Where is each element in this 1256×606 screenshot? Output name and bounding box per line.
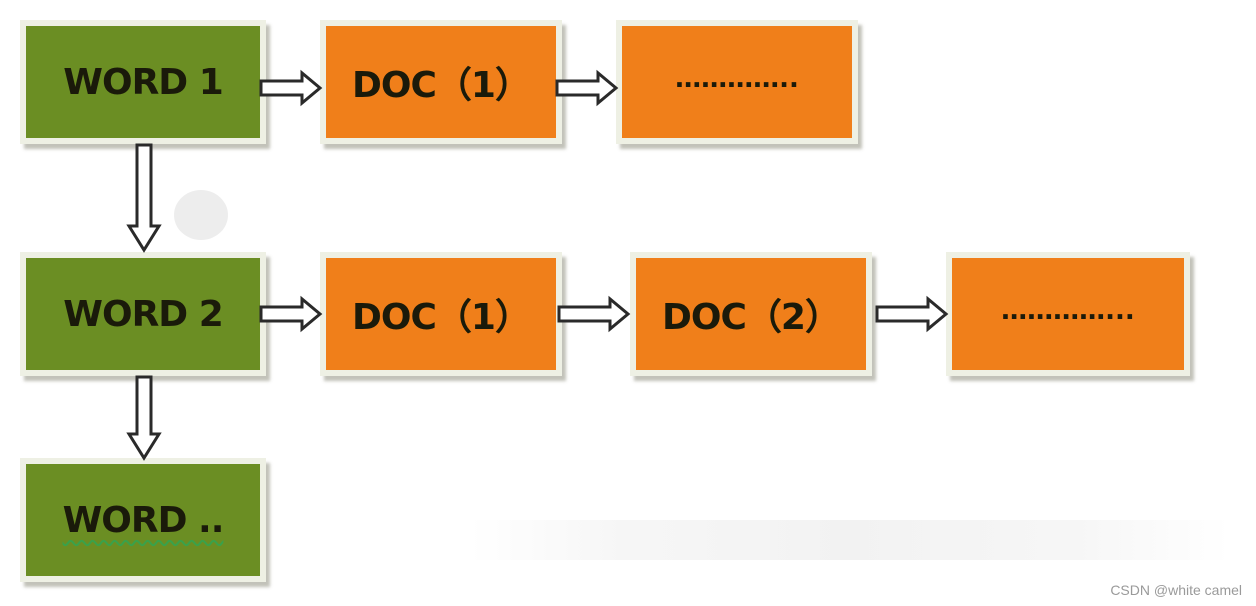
word-3-node: WORD .. bbox=[20, 458, 266, 582]
row1-doc-1-label: DOC（1） bbox=[352, 65, 531, 106]
arrow-word1-to-doc1-icon bbox=[259, 69, 323, 107]
watermark-credit: CSDN @white camel bbox=[1110, 582, 1242, 598]
row2-doc-2-label: DOC（2） bbox=[662, 297, 841, 338]
arrow-doc1-to-doc2-icon bbox=[557, 295, 631, 333]
word-3-label: WORD .. bbox=[62, 499, 225, 541]
word-2-node: WORD 2 bbox=[20, 252, 266, 376]
arrow-word2-to-word3-icon bbox=[126, 375, 162, 461]
arrow-doc2-to-ellipsis-icon bbox=[875, 295, 949, 333]
row1-doc-1-node: DOC（1） bbox=[320, 20, 562, 144]
row2-ellipsis-node: …………... bbox=[946, 252, 1190, 376]
word-1-label: WORD 1 bbox=[63, 61, 223, 103]
arrow-word1-to-word2-icon bbox=[126, 143, 162, 253]
row2-ellipsis-label: …………... bbox=[1001, 296, 1135, 326]
blur-artifact bbox=[174, 190, 228, 240]
word-2-label: WORD 2 bbox=[63, 293, 223, 335]
row2-doc-1-node: DOC（1） bbox=[320, 252, 562, 376]
arrow-doc1-to-ellipsis-icon bbox=[555, 69, 619, 107]
arrow-word2-to-doc1-icon bbox=[259, 295, 323, 333]
row1-ellipsis-node: ………….. bbox=[616, 20, 858, 144]
row1-ellipsis-label: ………….. bbox=[675, 64, 799, 94]
watermark-band bbox=[470, 520, 1230, 560]
word-1-node: WORD 1 bbox=[20, 20, 266, 144]
row2-doc-1-label: DOC（1） bbox=[352, 297, 531, 338]
row2-doc-2-node: DOC（2） bbox=[630, 252, 872, 376]
